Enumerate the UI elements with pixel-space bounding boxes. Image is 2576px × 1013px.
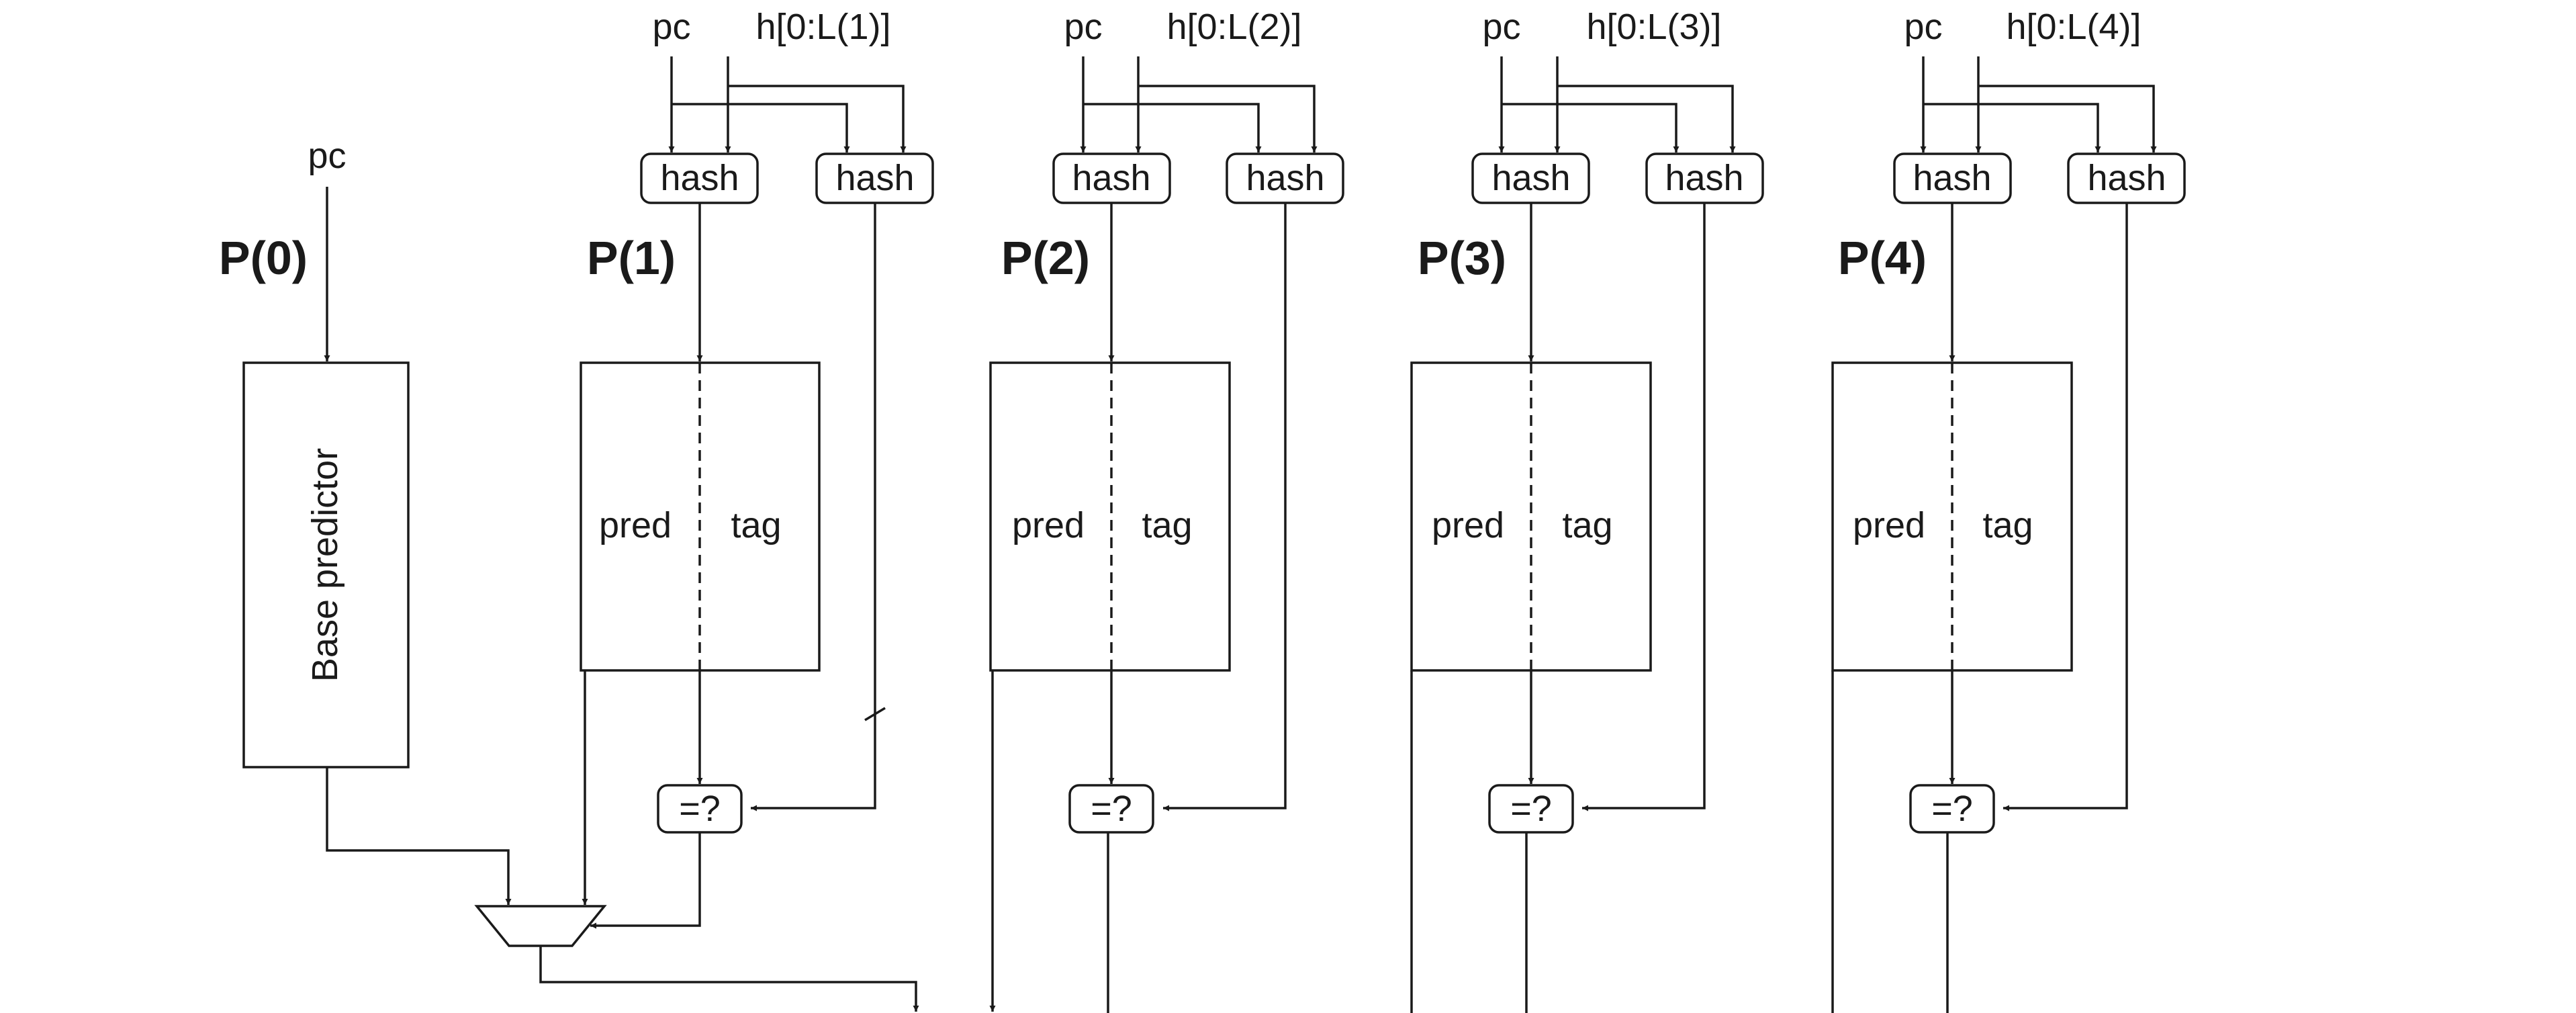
compare-box (1068, 784, 1154, 834)
pred-label: pred (1432, 505, 1504, 545)
base-predictor-label: Base predictor (305, 448, 345, 682)
pred-label: pred (1853, 505, 1925, 545)
index-hash-label: hash (660, 158, 739, 198)
pc-to-tag-hash-wire (1083, 103, 1262, 152)
pred-label: pred (599, 505, 672, 545)
compare-label: =? (679, 789, 721, 829)
tag-hash-label: hash (1665, 158, 1743, 198)
pred-label: pred (1012, 505, 1085, 545)
mux (474, 905, 607, 947)
compare-label: =? (1510, 789, 1552, 829)
history-to-tag-hash-wire (728, 85, 907, 152)
tag-hash-label: hash (2087, 158, 2166, 198)
hash-to-compare-wire (1163, 203, 1287, 811)
table-title: P(4) (1838, 232, 1927, 284)
base-predictor-group: P(0) pc Base predictor (219, 136, 512, 905)
index-hash-label: hash (1913, 158, 1991, 198)
table-p3-group: P(3) pc h[0:L(3)] hash hash pred tag =? (1410, 7, 1764, 1013)
history-to-tag-hash-wire (1978, 85, 2157, 152)
table-pc-label: pc (1064, 7, 1102, 47)
table-title: P(2) (1001, 232, 1090, 284)
tag-label: tag (1562, 505, 1612, 545)
bus-slash (864, 707, 886, 721)
base-title: P(0) (219, 232, 308, 284)
predictor-table (1831, 361, 2073, 672)
base-pc-label: pc (308, 136, 346, 176)
table-pc-label: pc (652, 7, 690, 47)
base-output-wire (326, 767, 512, 905)
index-hash-label: hash (1491, 158, 1570, 198)
compare-label: =? (1931, 789, 1973, 829)
table-p2-group: P(2) pc h[0:L(2)] hash hash pred tag =? (989, 7, 1344, 1013)
table-pc-label: pc (1482, 7, 1520, 47)
table-history-label: h[0:L(1)] (755, 7, 890, 47)
mux-group (474, 905, 919, 1012)
pc-to-tag-hash-wire (672, 103, 850, 152)
hash-to-compare-wire (751, 203, 876, 811)
tag-label: tag (1142, 505, 1192, 545)
table-p1-group: P(1) pc h[0:L(1)] hash hash pred tag =? (580, 7, 934, 929)
predictor-table (989, 361, 1231, 672)
predictor-table (1410, 361, 1652, 672)
table-pc-label: pc (1904, 7, 1942, 47)
pc-to-tag-hash-wire (1502, 103, 1680, 152)
mux-output-wire (539, 946, 919, 1012)
table-history-label: h[0:L(3)] (1586, 7, 1721, 47)
table-history-label: h[0:L(4)] (2006, 7, 2141, 47)
compare-box (1909, 784, 1995, 834)
tag-hash-label: hash (1246, 158, 1324, 198)
hash-to-compare-wire (2003, 203, 2128, 811)
history-to-tag-hash-wire (1138, 85, 1318, 152)
compare-label: =? (1091, 789, 1132, 829)
table-p4-group: P(4) pc h[0:L(4)] hash hash pred tag =? (1831, 7, 2186, 1013)
predictor-table (580, 361, 821, 672)
table-history-label: h[0:L(2)] (1166, 7, 1301, 47)
pc-to-tag-hash-wire (1923, 103, 2101, 152)
tag-label: tag (1982, 505, 2033, 545)
index-hash-label: hash (1072, 158, 1150, 198)
compare-box (1488, 784, 1574, 834)
tag-label: tag (731, 505, 781, 545)
history-to-tag-hash-wire (1557, 85, 1736, 152)
tag-hash-label: hash (835, 158, 914, 198)
table-title: P(3) (1418, 232, 1506, 284)
table-title: P(1) (587, 232, 676, 284)
hash-to-compare-wire (1582, 203, 1706, 811)
match-select-wire (590, 832, 701, 929)
